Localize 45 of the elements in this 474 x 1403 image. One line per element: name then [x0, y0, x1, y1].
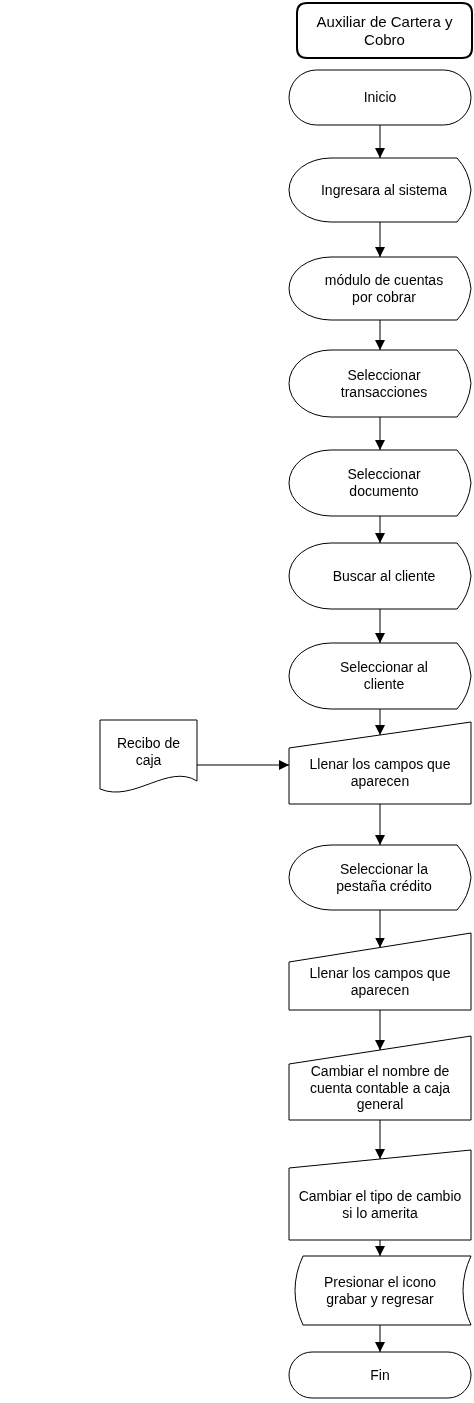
step-label: Seleccionar al cliente — [339, 659, 429, 693]
lane-header — [297, 3, 472, 58]
step-label: Seleccionar la pestaña crédito — [335, 860, 433, 895]
arrow — [375, 1009, 385, 1051]
step-label: Buscar al cliente — [332, 567, 436, 585]
step-label: Inicio — [363, 89, 397, 106]
display-shape — [289, 543, 471, 609]
terminator-shape — [289, 70, 471, 125]
display-shape — [289, 643, 471, 709]
step-label: módulo de cuentas por cobrar — [323, 271, 445, 306]
arrow — [375, 608, 385, 644]
arrow — [375, 708, 385, 736]
arrow — [196, 760, 290, 770]
step-label: Cambiar el tipo de cambio si lo amerita — [297, 1188, 463, 1222]
arrow — [375, 124, 385, 159]
display-shape — [289, 158, 471, 222]
display-shape — [289, 845, 471, 910]
display-shape — [289, 257, 471, 320]
manual-input-shape — [289, 933, 471, 1010]
manual-input-shape — [289, 1150, 471, 1240]
arrow — [375, 221, 385, 258]
arrow — [375, 515, 385, 544]
arrow — [375, 909, 385, 948]
manual-input-shape — [289, 1036, 471, 1120]
arrow — [375, 1239, 385, 1257]
arrow — [375, 1119, 385, 1160]
step-label: Auxiliar de Cartera y Cobro — [315, 12, 454, 49]
step-label: Seleccionar documento — [346, 466, 422, 500]
step-label: Llenar los campos que aparecen — [308, 964, 452, 999]
step-label: Recibo de caja — [115, 734, 181, 769]
step-label: Llenar los campos que aparecen — [308, 756, 452, 790]
step-label: Presionar el icono grabar y regresar — [322, 1273, 438, 1308]
step-label: Cambiar el nombre de cuenta contable a caja general — [308, 1062, 452, 1114]
display-shape — [289, 450, 471, 516]
terminator-shape — [289, 1352, 471, 1398]
arrow — [375, 416, 385, 451]
arrow — [375, 1324, 385, 1353]
display-shape — [289, 350, 471, 417]
manual-input-shape — [289, 722, 471, 804]
step-label: Ingresara al sistema — [320, 181, 448, 199]
step-label: Fin — [370, 1366, 390, 1384]
step-label: Seleccionar transacciones — [339, 366, 429, 401]
arrow — [375, 803, 385, 846]
document-shape — [100, 720, 197, 795]
arrow — [375, 319, 385, 351]
